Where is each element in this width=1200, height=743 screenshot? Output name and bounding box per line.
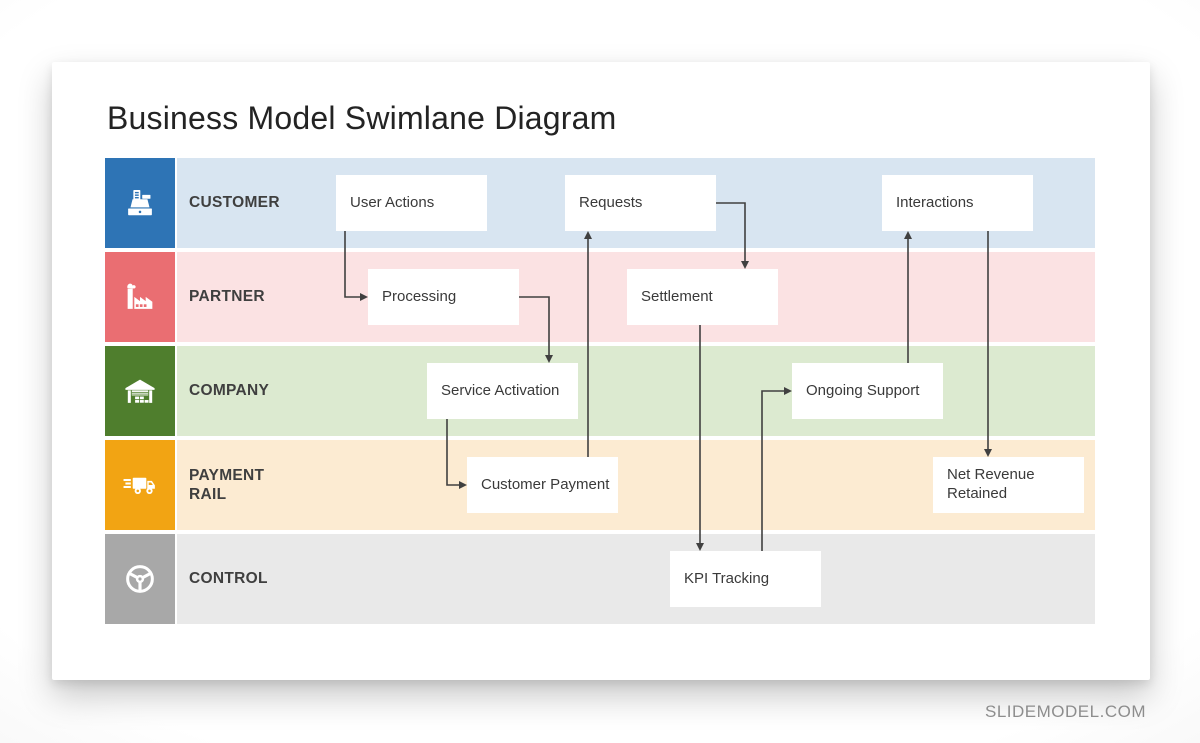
node-user-actions: User Actions: [336, 175, 487, 231]
factory-icon: [105, 252, 175, 342]
node-net-revenue-retained: Net Revenue Retained: [933, 457, 1084, 513]
lane-label-payment-rail: PAYMENT RAIL: [189, 466, 265, 503]
node-kpi-tracking: KPI Tracking: [670, 551, 821, 607]
node-processing: Processing: [368, 269, 519, 325]
lane-bg-company: COMPANY: [177, 346, 1095, 436]
steering-wheel-icon: [105, 534, 175, 624]
cash-register-icon: [105, 158, 175, 248]
node-settlement: Settlement: [627, 269, 778, 325]
warehouse-icon: [105, 346, 175, 436]
lane-bg-control: CONTROL: [177, 534, 1095, 624]
lane-partner: PARTNER: [105, 252, 1095, 342]
page-title: Business Model Swimlane Diagram: [107, 100, 617, 136]
lane-label-control: CONTROL: [189, 570, 268, 588]
delivery-truck-icon: [105, 440, 175, 530]
node-service-activation: Service Activation: [427, 363, 578, 419]
lane-label-customer: CUSTOMER: [189, 194, 280, 212]
swimlane-diagram: CUSTOMER PARTNER: [105, 158, 1095, 624]
lane-company: COMPANY: [105, 346, 1095, 436]
lane-control: CONTROL: [105, 534, 1095, 624]
node-ongoing-support: Ongoing Support: [792, 363, 943, 419]
node-customer-payment: Customer Payment: [467, 457, 618, 513]
node-requests: Requests: [565, 175, 716, 231]
lane-label-company: COMPANY: [189, 382, 270, 400]
slide: Business Model Swimlane Diagram: [52, 62, 1150, 680]
watermark: SLIDEMODEL.COM: [985, 702, 1146, 721]
lane-label-partner: PARTNER: [189, 288, 265, 306]
node-interactions: Interactions: [882, 175, 1033, 231]
